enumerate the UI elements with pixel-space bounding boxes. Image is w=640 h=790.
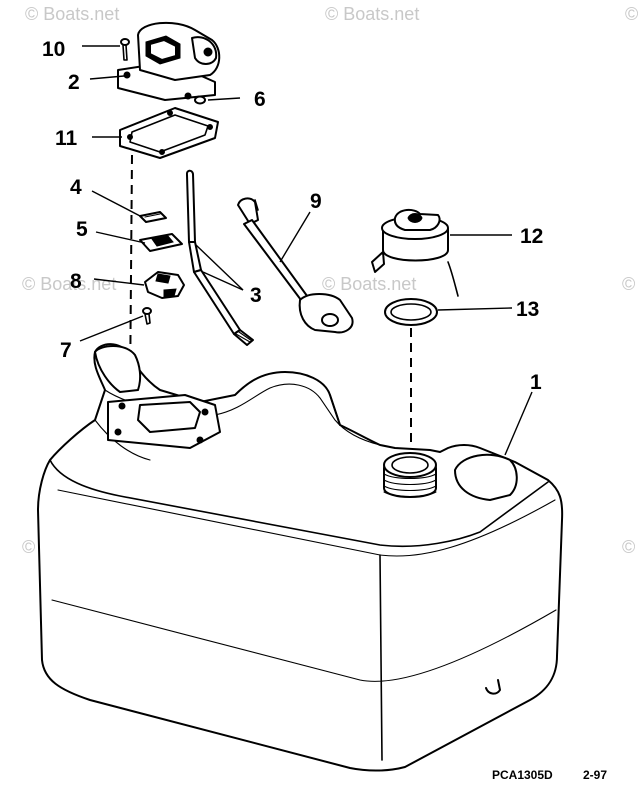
screw-part: [120, 38, 130, 61]
fuel-cap-part: [371, 208, 459, 297]
callout-12: 12: [520, 225, 543, 248]
small-plate-part: [139, 211, 167, 223]
callout-1: 1: [530, 371, 542, 394]
callout-10: 10: [42, 38, 65, 61]
callout-4: 4: [70, 176, 82, 199]
callout-6: 6: [254, 88, 266, 111]
pickup-tube-part: [185, 169, 254, 346]
callout-9: 9: [310, 190, 322, 213]
screw-hole-icon: [201, 408, 209, 416]
callout-5: 5: [76, 218, 88, 241]
watermark-text: © Boats.net: [25, 4, 119, 24]
screw-hole-icon: [118, 402, 126, 410]
screw-hole-icon: [184, 92, 192, 100]
callout-7: 7: [60, 339, 72, 362]
callout-8: 8: [70, 270, 82, 293]
callout-11: 11: [55, 127, 78, 150]
o-ring-large-part: [384, 298, 438, 326]
diagram-code: PCA1305D: [492, 768, 553, 782]
o-ring-small-part: [194, 95, 206, 105]
fuel-tank: [37, 343, 564, 772]
float-arm-part: [237, 197, 354, 334]
screw-hole-icon: [114, 428, 122, 436]
watermark-text: © Boats.net: [322, 274, 416, 294]
callout-3: 3: [250, 284, 262, 307]
callout-2: 2: [68, 71, 80, 94]
leader-lines: [79, 45, 533, 456]
screw-hole-icon: [196, 436, 204, 444]
callout-13: 13: [516, 298, 539, 321]
watermark-text: © Boats.net: [22, 274, 116, 294]
gasket-part: [119, 107, 219, 159]
callout-labels: 10 2 6 11 4 5 8 3 9 12 13 7 1: [42, 38, 543, 394]
watermark-text: © Boats.net: [622, 537, 640, 557]
screw-hole-icon: [123, 71, 131, 79]
watermark-text: © Boats.net: [325, 4, 419, 24]
watermark-text: © Boats.net: [622, 274, 640, 294]
connector-assembly-part: [117, 21, 221, 101]
small-screw-part: [142, 307, 152, 325]
watermark-text: © Boats.net: [625, 4, 640, 24]
small-gasket-part: [139, 233, 183, 252]
diagram-date: 2-97: [583, 768, 607, 782]
clip-part: [144, 271, 185, 299]
